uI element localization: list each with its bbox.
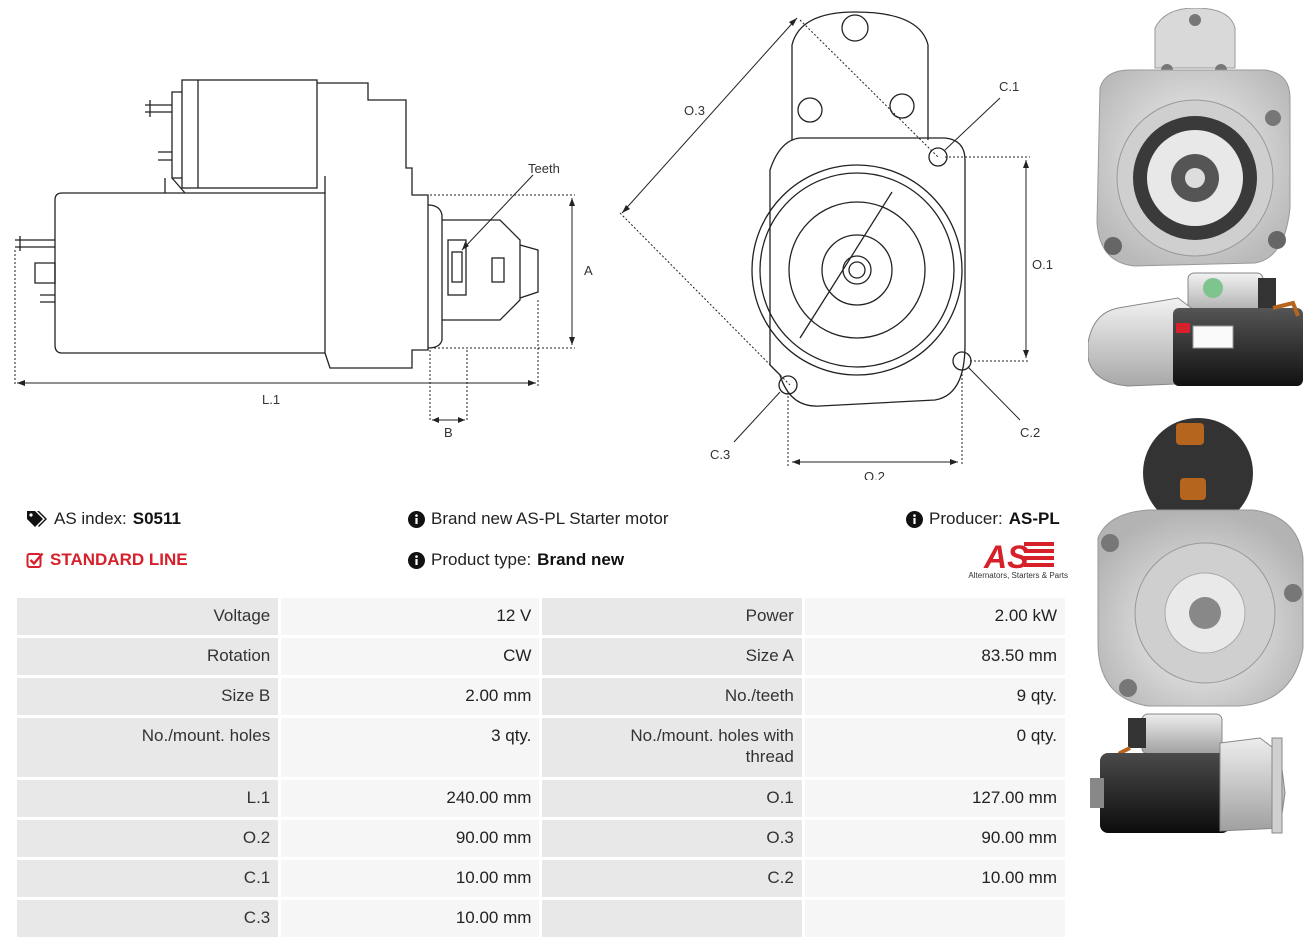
spec-value: 10.00 mm bbox=[281, 860, 540, 897]
as-pl-logo: AS Alternators, Starters & Parts bbox=[964, 539, 1068, 584]
spec-key: L.1 bbox=[17, 780, 279, 817]
spec-key: O.3 bbox=[542, 820, 802, 857]
spec-key: O.1 bbox=[542, 780, 802, 817]
standard-line-label: STANDARD LINE bbox=[50, 550, 188, 569]
table-row: C.3 10.00 mm bbox=[17, 900, 1065, 937]
label-c1: C.1 bbox=[999, 79, 1019, 94]
spec-value: 10.00 mm bbox=[804, 860, 1065, 897]
spec-value: 2.00 kW bbox=[804, 598, 1065, 635]
as-index-label: AS index: bbox=[54, 509, 127, 528]
specification-table: Voltage 12 V Power 2.00 kW Rotation CW S… bbox=[14, 595, 1068, 940]
spec-key: Rotation bbox=[17, 638, 279, 675]
table-row: C.1 10.00 mm C.2 10.00 mm bbox=[17, 860, 1065, 897]
spec-value bbox=[804, 900, 1065, 937]
spec-key: Power bbox=[542, 598, 802, 635]
label-a: A bbox=[584, 263, 593, 278]
spec-value: 12 V bbox=[281, 598, 540, 635]
as-index: AS index: S0511 bbox=[26, 509, 181, 529]
label-o2: O.2 bbox=[864, 469, 885, 480]
spec-key: C.2 bbox=[542, 860, 802, 897]
table-row: Size B 2.00 mm No./teeth 9 qty. bbox=[17, 678, 1065, 715]
spec-key bbox=[542, 900, 802, 937]
label-o1: O.1 bbox=[1032, 257, 1053, 272]
table-row: O.2 90.00 mm O.3 90.00 mm bbox=[17, 820, 1065, 857]
spec-key: No./mount. holes with thread bbox=[542, 718, 802, 777]
photo-front-view bbox=[1096, 8, 1291, 267]
side-view-drawing: Teeth A L.1 B bbox=[14, 79, 593, 440]
label-b: B bbox=[444, 425, 453, 440]
spec-key: No./mount. holes bbox=[17, 718, 279, 777]
standard-line: STANDARD LINE bbox=[26, 550, 188, 570]
spec-value: 127.00 mm bbox=[804, 780, 1065, 817]
spec-key: No./teeth bbox=[542, 678, 802, 715]
table-row: No./mount. holes 3 qty. No./mount. holes… bbox=[17, 718, 1065, 777]
spec-value: 0 qty. bbox=[804, 718, 1065, 777]
product-type: Product type: Brand new bbox=[408, 550, 624, 570]
logo-mark: AS bbox=[983, 540, 1029, 572]
logo-tagline: Alternators, Starters & Parts bbox=[968, 571, 1068, 580]
producer: Producer: AS-PL bbox=[906, 509, 1060, 529]
label-l1: L.1 bbox=[262, 392, 280, 407]
table-row: L.1 240.00 mm O.1 127.00 mm bbox=[17, 780, 1065, 817]
spec-value: 90.00 mm bbox=[281, 820, 540, 857]
producer-value: AS-PL bbox=[1008, 509, 1060, 528]
spec-value: 9 qty. bbox=[804, 678, 1065, 715]
spec-value: 240.00 mm bbox=[281, 780, 540, 817]
spec-value: 90.00 mm bbox=[804, 820, 1065, 857]
photo-side-view-bottom bbox=[1090, 713, 1286, 834]
as-index-value: S0511 bbox=[132, 509, 181, 528]
label-c3: C.3 bbox=[710, 447, 730, 462]
spec-key: C.3 bbox=[17, 900, 279, 937]
tags-icon bbox=[26, 510, 48, 528]
product-type-label: Product type: bbox=[431, 550, 532, 569]
spec-value: 3 qty. bbox=[281, 718, 540, 777]
checkbox-checked-icon bbox=[26, 551, 44, 569]
product-type-value: Brand new bbox=[537, 550, 625, 569]
spec-key: Voltage bbox=[17, 598, 279, 635]
spec-key: O.2 bbox=[17, 820, 279, 857]
description: Brand new AS-PL Starter motor bbox=[408, 509, 668, 529]
label-c2: C.2 bbox=[1020, 425, 1040, 440]
photo-rear-view bbox=[1097, 418, 1304, 707]
spec-key: Size A bbox=[542, 638, 802, 675]
spec-key: C.1 bbox=[17, 860, 279, 897]
info-icon bbox=[408, 510, 425, 528]
info-icon bbox=[408, 551, 425, 569]
table-row: Voltage 12 V Power 2.00 kW bbox=[17, 598, 1065, 635]
description-text: Brand new AS-PL Starter motor bbox=[431, 509, 669, 528]
label-teeth: Teeth bbox=[528, 161, 560, 176]
producer-label: Producer: bbox=[929, 509, 1003, 528]
spec-value: CW bbox=[281, 638, 540, 675]
spec-value: 83.50 mm bbox=[804, 638, 1065, 675]
spec-value: 10.00 mm bbox=[281, 900, 540, 937]
label-o3: O.3 bbox=[684, 103, 705, 118]
spec-key: Size B bbox=[17, 678, 279, 715]
photo-side-view-top bbox=[1088, 272, 1303, 387]
info-icon bbox=[906, 510, 923, 528]
spec-value: 2.00 mm bbox=[281, 678, 540, 715]
table-row: Rotation CW Size A 83.50 mm bbox=[17, 638, 1065, 675]
front-view-drawing: O.3 C.1 O.1 C.2 C.3 O.2 bbox=[619, 11, 1053, 480]
